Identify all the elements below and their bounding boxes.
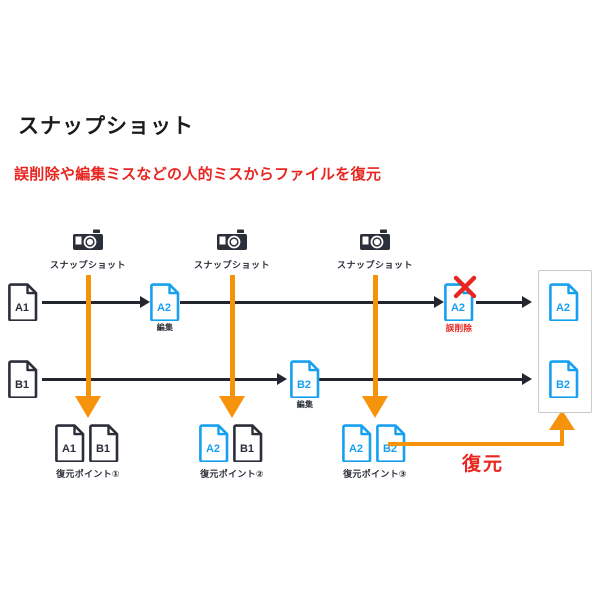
file-b1-original: B1 bbox=[8, 360, 38, 398]
track-b-arrow-2 bbox=[522, 373, 532, 385]
file-a2-edited: A2 編集 bbox=[150, 283, 180, 332]
result-file-a2: A2 bbox=[549, 283, 579, 321]
delete-x-icon bbox=[452, 274, 478, 300]
svg-text:A2: A2 bbox=[451, 302, 465, 314]
restore-point-1-file-a1: A1 bbox=[55, 424, 85, 462]
svg-text:A2: A2 bbox=[206, 443, 220, 455]
restore-point-3-file-a2: A2 bbox=[342, 424, 372, 462]
track-a-arrow-1 bbox=[140, 296, 150, 308]
track-a-arrow-3 bbox=[522, 296, 532, 308]
svg-text:B1: B1 bbox=[240, 443, 254, 455]
track-a-line-2 bbox=[180, 301, 438, 304]
track-b-line-2 bbox=[318, 378, 526, 381]
restore-action-label: 復元 bbox=[462, 454, 505, 475]
camera-icon bbox=[73, 229, 103, 256]
svg-text:B2: B2 bbox=[556, 379, 570, 391]
track-a-arrow-2 bbox=[434, 296, 444, 308]
svg-text:B1: B1 bbox=[96, 443, 110, 455]
snapshot-drop-line-2 bbox=[230, 275, 235, 397]
snapshot-label-1: スナップショット bbox=[49, 260, 126, 270]
svg-text:B2: B2 bbox=[297, 379, 311, 391]
snapshot-drop-arrow-3 bbox=[362, 396, 388, 418]
svg-text:A1: A1 bbox=[15, 302, 29, 314]
svg-text:A2: A2 bbox=[556, 302, 570, 314]
file-b2-edited: B2 編集 bbox=[290, 360, 320, 409]
restore-path-arrow bbox=[549, 410, 575, 430]
snapshot-marker-3: スナップショット bbox=[320, 228, 430, 271]
file-b2-caption: 編集 bbox=[296, 400, 314, 409]
snapshot-marker-1: スナップショット bbox=[33, 228, 143, 271]
track-b-line-1 bbox=[42, 378, 281, 381]
svg-text:A1: A1 bbox=[62, 443, 76, 455]
snapshot-marker-2: スナップショット bbox=[177, 228, 287, 271]
restore-point-3: A2 B2 復元ポイント③ bbox=[320, 424, 430, 480]
snapshot-drop-arrow-1 bbox=[75, 396, 101, 418]
track-a-line-3 bbox=[476, 301, 526, 304]
camera-icon bbox=[217, 229, 247, 256]
restore-path-horizontal bbox=[388, 442, 564, 446]
snapshot-label-3: スナップショット bbox=[336, 260, 413, 270]
track-b-arrow-1 bbox=[277, 373, 287, 385]
restore-point-1: A1 B1 復元ポイント① bbox=[33, 424, 143, 480]
file-a1-original: A1 bbox=[8, 283, 38, 321]
file-a2-deleted-caption: 誤削除 bbox=[445, 323, 473, 333]
restore-point-2-label: 復元ポイント② bbox=[200, 469, 264, 479]
restore-point-1-label: 復元ポイント① bbox=[56, 469, 120, 479]
snapshot-label-2: スナップショット bbox=[193, 260, 270, 270]
svg-text:A2: A2 bbox=[157, 302, 171, 314]
restore-path-vertical bbox=[560, 428, 564, 446]
track-a-line-1 bbox=[42, 301, 144, 304]
snapshot-drop-arrow-2 bbox=[219, 396, 245, 418]
restore-point-1-file-b1: B1 bbox=[89, 424, 119, 462]
file-a2-caption: 編集 bbox=[156, 323, 174, 332]
result-file-b2: B2 bbox=[549, 360, 579, 398]
restore-point-2-file-a2: A2 bbox=[199, 424, 229, 462]
svg-text:B2: B2 bbox=[383, 443, 397, 455]
restore-point-2-file-b1: B1 bbox=[233, 424, 263, 462]
page-title: スナップショット bbox=[18, 115, 194, 138]
restore-point-3-label: 復元ポイント③ bbox=[343, 469, 407, 479]
camera-icon bbox=[360, 229, 390, 256]
restore-point-2: A2 B1 復元ポイント② bbox=[177, 424, 287, 480]
svg-text:B1: B1 bbox=[15, 379, 29, 391]
snapshot-drop-line-1 bbox=[86, 275, 91, 397]
snapshot-drop-line-3 bbox=[373, 275, 378, 397]
page-subtitle: 誤削除や編集ミスなどの人的ミスからファイルを復元 bbox=[14, 166, 382, 183]
svg-text:A2: A2 bbox=[349, 443, 363, 455]
